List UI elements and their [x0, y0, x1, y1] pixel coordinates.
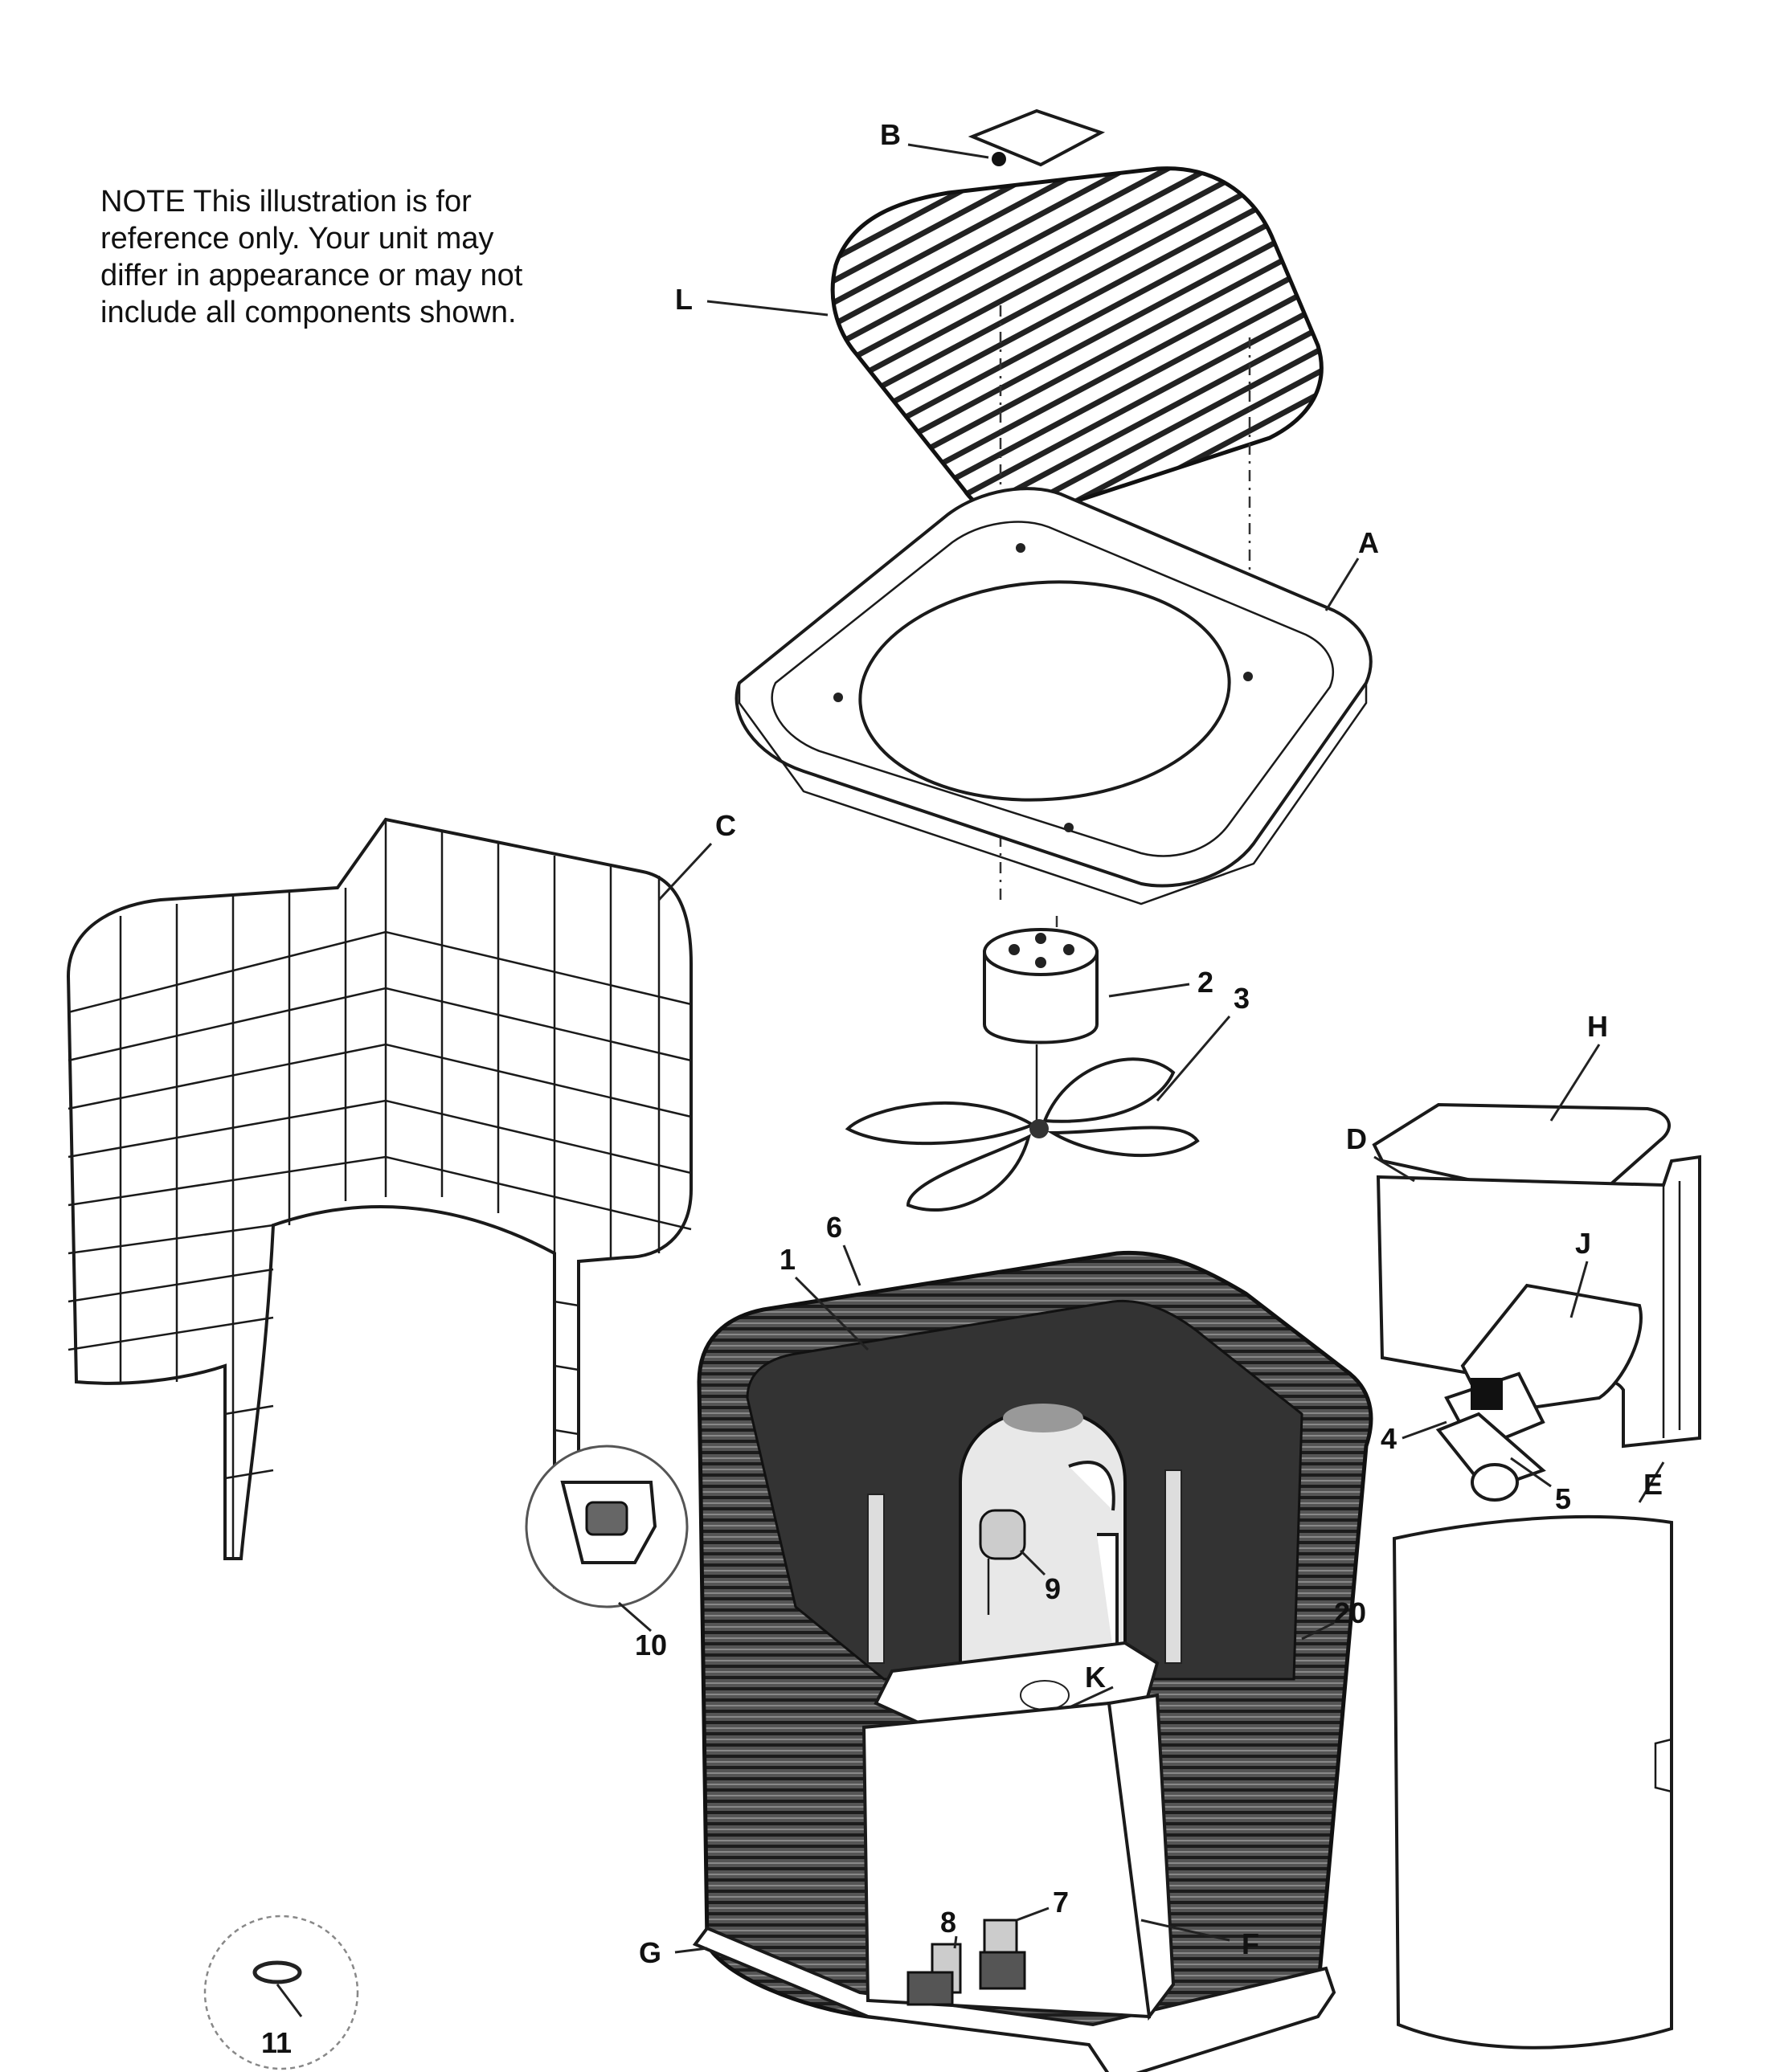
part-h-control-lid — [1372, 1044, 1671, 1208]
part-8-service-valve — [906, 1935, 962, 2006]
label-6: 6 — [826, 1211, 842, 1244]
label-b: B — [880, 118, 901, 151]
label-1: 1 — [780, 1243, 796, 1276]
label-9: 9 — [1045, 1572, 1061, 1605]
part-9-compressor — [959, 1404, 1127, 1679]
part-11-detail-circle — [203, 1915, 359, 2070]
label-3: 3 — [1234, 982, 1250, 1015]
label-h: H — [1587, 1010, 1608, 1043]
label-2: 2 — [1197, 966, 1213, 999]
note-line-1: NOTE This illustration is for — [100, 185, 472, 219]
label-j: J — [1575, 1227, 1591, 1260]
label-a: A — [1358, 526, 1379, 559]
part-g-base-pan — [674, 1926, 1336, 2072]
label-f: F — [1242, 1927, 1259, 1960]
part-f-service-panel — [861, 1693, 1230, 2021]
part-10-detail-circle — [525, 1445, 689, 1633]
label-e: E — [1643, 1468, 1663, 1501]
note-line-4: include all components shown. — [100, 296, 517, 329]
part-e-corner-cover — [1392, 1461, 1673, 2050]
part-7-service-valve — [979, 1906, 1050, 1990]
label-k: K — [1085, 1661, 1106, 1694]
part-1-coil-connection — [794, 1276, 870, 1351]
label-11: 11 — [261, 2026, 292, 2059]
part-3-fan-blade — [845, 1016, 1231, 1212]
label-l: L — [675, 283, 693, 316]
part-c-coil-guard — [66, 817, 713, 1589]
label-c: C — [715, 809, 736, 842]
part-a-top-panel — [735, 487, 1373, 905]
note-line-3: differ in appearance or may not — [100, 259, 523, 292]
label-10: 10 — [635, 1629, 667, 1661]
label-7: 7 — [1053, 1886, 1069, 1919]
label-d: D — [1346, 1122, 1367, 1155]
callout-labels: B L A C 2 3 H D 6 J 1 4 5 E 20 9 10 K 8 … — [261, 118, 1663, 2059]
note-line-2: reference only. Your unit may — [100, 222, 494, 255]
label-8: 8 — [940, 1906, 956, 1939]
part-b-screw — [907, 143, 1006, 166]
label-g: G — [639, 1936, 661, 1969]
part-5-capacitor — [1435, 1412, 1552, 1502]
label-5: 5 — [1555, 1482, 1571, 1515]
illustration-note: NOTE This illustration is for reference … — [100, 183, 583, 331]
part-20-tubing — [867, 1469, 1335, 1664]
top-cap-part — [968, 108, 1106, 167]
label-20: 20 — [1334, 1596, 1366, 1629]
part-2-fan-motor — [983, 928, 1190, 1121]
label-4: 4 — [1381, 1422, 1397, 1455]
part-l-fan-grille — [706, 166, 1324, 517]
